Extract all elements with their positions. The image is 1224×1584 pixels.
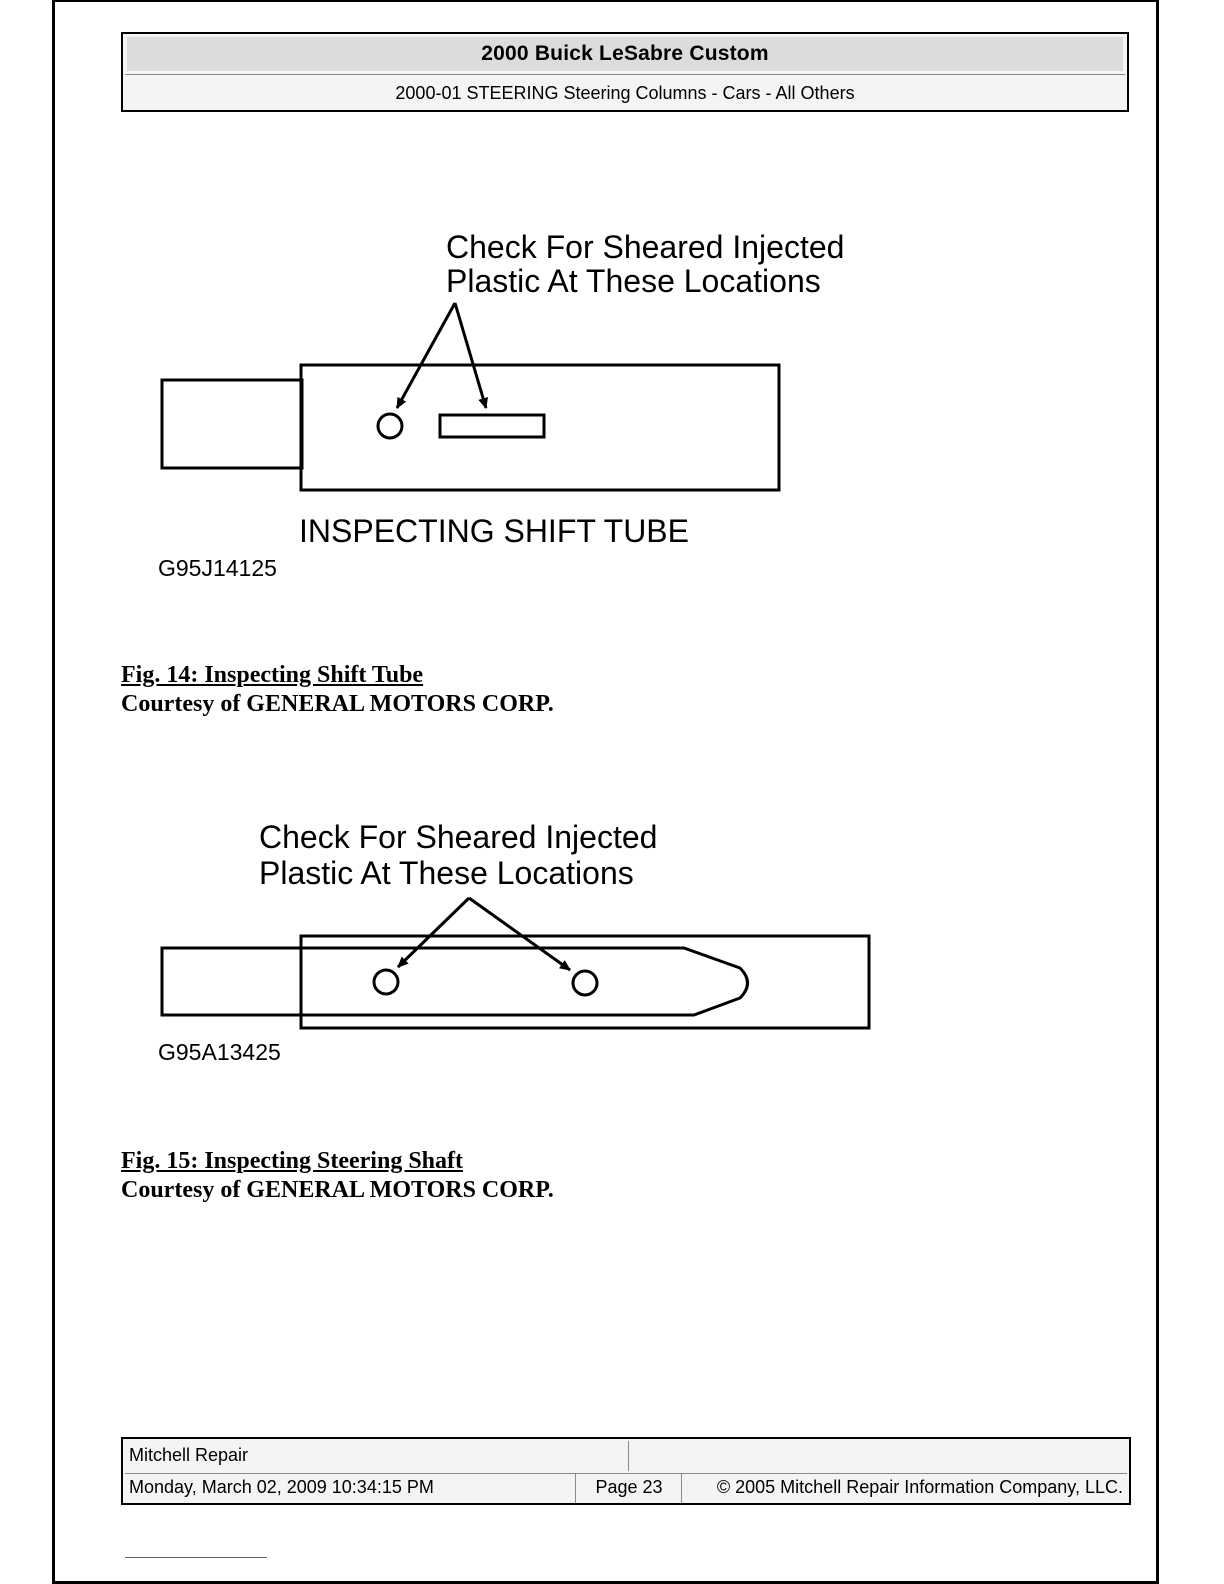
shift-tube-diagram: Check For Sheared Injected Plastic At Th… — [158, 229, 844, 581]
fig15-callout-line1: Check For Sheared Injected — [259, 819, 657, 855]
document-footer: Mitchell Repair Monday, March 02, 2009 1… — [121, 1437, 1131, 1505]
fig14-courtesy: Courtesy of GENERAL MOTORS CORP. — [121, 691, 554, 717]
document-header: 2000 Buick LeSabre Custom 2000-01 STEERI… — [121, 32, 1129, 112]
fig15-caption: Fig. 15: Inspecting Steering Shaft — [121, 1148, 463, 1174]
footer-copyright: © 2005 Mitchell Repair Information Compa… — [716, 1477, 1123, 1497]
fig14-image-code: G95J14125 — [158, 555, 277, 581]
fig14-inspection-hole — [376, 412, 404, 440]
page-border-top — [52, 0, 1159, 2]
section-subtitle: 2000-01 STEERING Steering Columns - Cars… — [125, 74, 1125, 111]
fig14-callout-line2: Plastic At These Locations — [446, 263, 821, 299]
vehicle-title: 2000 Buick LeSabre Custom — [127, 37, 1123, 71]
footer-page-number: Page 23 — [595, 1477, 663, 1497]
footer-divider-1 — [575, 1473, 576, 1503]
fig14-caption: Fig. 14: Inspecting Shift Tube — [121, 662, 424, 688]
fig14-diagram-label: INSPECTING SHIFT TUBE — [299, 513, 689, 549]
fig15-image-code: G95A13425 — [158, 1039, 281, 1065]
fig14-callout-line1: Check For Sheared Injected — [446, 229, 844, 265]
footer-row — [125, 1473, 1127, 1503]
fig15-arrow-right — [468, 896, 571, 972]
fig15-courtesy: Courtesy of GENERAL MOTORS CORP. — [121, 1177, 554, 1203]
fig14-arrow-left — [395, 302, 457, 409]
shift-tube-body — [299, 363, 781, 492]
fig15-inspection-hole-right — [571, 969, 599, 997]
steering-shaft — [160, 946, 749, 1017]
page-border-bottom — [52, 1581, 1159, 1584]
footer-source: Mitchell Repair — [129, 1445, 249, 1465]
steering-shaft-housing — [299, 934, 871, 1030]
fig15-arrow-left — [396, 896, 471, 969]
fig15-callout-line2: Plastic At These Locations — [259, 855, 634, 891]
fig15-inspection-hole-left — [372, 968, 400, 996]
fig14-arrow-right — [453, 302, 488, 409]
footer-divider-top — [628, 1441, 629, 1471]
fig14-inspection-slot — [438, 413, 546, 439]
page-border-right — [1156, 0, 1159, 1584]
footer-timestamp: Monday, March 02, 2009 10:34:15 PM — [129, 1477, 434, 1497]
page-border-left — [52, 0, 55, 1584]
bottom-link-underline — [125, 1557, 267, 1558]
footer-divider-2 — [681, 1473, 682, 1503]
steering-shaft-diagram: Check For Sheared Injected Plastic At Th… — [158, 819, 871, 1065]
